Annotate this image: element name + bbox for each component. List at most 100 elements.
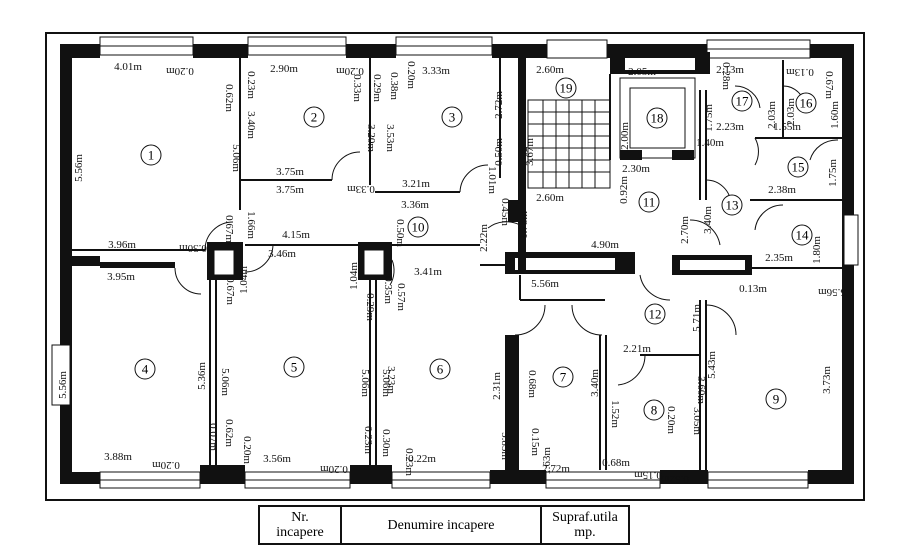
dimension-label: 3.20m [365, 124, 377, 152]
dimension-label: 2.05m [628, 66, 656, 78]
room-number: 2 [311, 110, 318, 125]
dimension-label: 2.03m [785, 98, 797, 126]
dimension-label: 1.01m [486, 166, 498, 194]
dimension-label: 3.33m [422, 65, 450, 77]
windows [51, 36, 859, 489]
dimension-label: 0.50m [493, 138, 505, 166]
room-number: 16 [800, 96, 814, 111]
dimension-label: 0.23m [245, 71, 257, 99]
dimension-label: 0.33m [351, 74, 363, 102]
dimension-label: 0.20m [152, 459, 180, 471]
dimension-label: 1.78m [518, 211, 530, 239]
dimension-label: 0.13m [739, 283, 767, 295]
interior-walls [72, 52, 842, 475]
drawing-border [45, 32, 865, 501]
room-number: 17 [736, 94, 750, 109]
legend-room-number-label: Nr.incapere [276, 510, 324, 540]
room-marker-circle [731, 90, 753, 112]
dimension-label: 0.62m [223, 419, 235, 447]
dimension-label: 5.36m [196, 362, 208, 390]
dimension-label: 0.07m [207, 423, 219, 451]
dimension-label: 0.67m [224, 277, 236, 305]
legend-col-room-name: Denumire incapere [340, 505, 542, 545]
staircase [527, 99, 611, 189]
room-marker-circle [441, 106, 463, 128]
room-marker-circle [721, 194, 743, 216]
room-marker-circle [791, 224, 813, 246]
room-number: 3 [449, 110, 456, 125]
room-number: 5 [291, 360, 298, 375]
dimension-label: 0.15m [529, 428, 541, 456]
dimension-label: 0.45m [499, 198, 511, 226]
dimension-label: 0.20m [241, 436, 253, 464]
dimension-label: 0.67m [823, 71, 835, 99]
dimension-label: 0.20m [405, 61, 417, 89]
dimension-label: 4.01m [114, 61, 142, 73]
dimension-label: 1.63m [541, 447, 553, 475]
dimension-label: 3.40m [245, 111, 257, 139]
dimension-label: 0.20m [665, 406, 677, 434]
room-marker-circle [283, 356, 305, 378]
room-marker-circle [643, 399, 665, 421]
dimension-label: 1.80m [811, 236, 823, 264]
dimension-label: 2.00m [619, 122, 631, 150]
dimension-label: 2.30m [622, 163, 650, 175]
room-marker-circle [787, 156, 809, 178]
dimension-label: 2.90m [270, 63, 298, 75]
dimension-label: 3.73m [821, 366, 833, 394]
dimension-label: 1.40m [696, 137, 724, 149]
room-marker-circle [303, 106, 325, 128]
room-marker-circle [765, 388, 787, 410]
dimension-label: 3.41m [414, 266, 442, 278]
room-marker-circle [638, 191, 660, 213]
dimension-label: 3.75m [276, 184, 304, 196]
room-marker-circle [555, 77, 577, 99]
dimension-label: 0.68m [526, 370, 538, 398]
dimension-label: 2.21m [623, 343, 651, 355]
dimension-label: 0.29m [364, 293, 376, 321]
dimension-label: 2.22m [478, 224, 490, 252]
dimension-label: 0.52m [661, 473, 689, 485]
dimension-label: 0.67m [223, 215, 235, 243]
dimension-label: 5.06m [359, 369, 371, 397]
room-number: 1 [148, 148, 155, 163]
room-number: 12 [649, 307, 662, 322]
room-marker-circle [407, 216, 429, 238]
room-marker-circle [644, 303, 666, 325]
room-number: 13 [726, 198, 739, 213]
room-number: 7 [560, 370, 567, 385]
dimension-label: 2.23m [716, 121, 744, 133]
dimension-label: 5.56m [818, 286, 846, 298]
dimension-label: 2.35m [765, 252, 793, 264]
dimension-label: 0.23m [362, 426, 374, 454]
dimension-label: 1.55m [773, 121, 801, 133]
room-marker-circle [134, 358, 156, 380]
room-number: 14 [796, 228, 810, 243]
dimension-label: 3.60m [695, 376, 707, 404]
dimension-label: 3.46m [268, 248, 296, 260]
dimension-label: 4.15m [282, 229, 310, 241]
dimension-label: 2.03m [766, 101, 778, 129]
dimension-label: 2.60m [536, 64, 564, 76]
dimension-label: 2.70m [679, 216, 691, 244]
dimension-label: 0.20m [336, 65, 364, 77]
dimension-label: 2.72m [493, 91, 505, 119]
room-marker-circle [646, 107, 668, 129]
dimension-label: 3.75m [276, 166, 304, 178]
dimension-label: 0.22m [408, 453, 436, 465]
dimension-label: 3.05m [691, 407, 703, 435]
dimension-label: 0.23m [403, 448, 415, 476]
dimension-label: 0.35m [382, 276, 394, 304]
dimension-label: 1.75m [703, 104, 715, 132]
dimension-label: 3.40m [702, 206, 714, 234]
dimension-label: 3.96m [108, 239, 136, 251]
dimension-label: 0.68m [602, 457, 630, 469]
dimension-label: 1.66m [245, 211, 257, 239]
dimension-label: 0.92m [618, 176, 630, 204]
dimension-label: 3.53m [384, 124, 396, 152]
dimension-label: 3.56m [263, 453, 291, 465]
